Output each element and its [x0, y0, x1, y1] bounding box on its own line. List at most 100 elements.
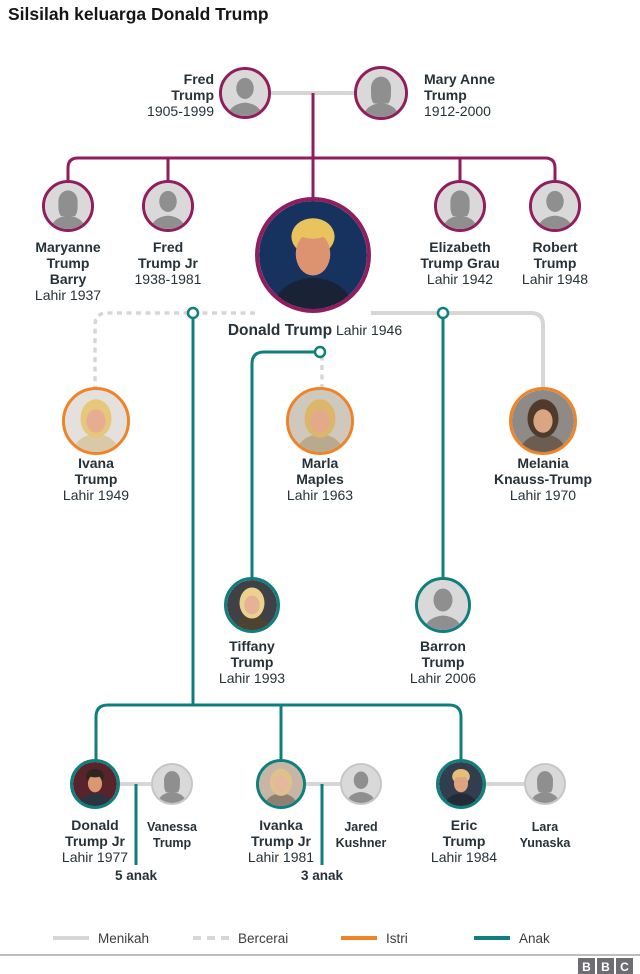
avatar-donald-trump	[255, 197, 371, 313]
legend: Menikah Bercerai Istri Anak	[0, 928, 640, 948]
person-sub-label: 1905-1999	[147, 103, 214, 119]
person-name-line: Mary Anne	[424, 71, 496, 87]
person-name-line: Knauss-Trump	[493, 471, 592, 487]
person-sub-label: Lahir 1948	[521, 271, 589, 287]
avatar-melania-knauss-trump	[509, 387, 577, 455]
person-silhouette-icon	[532, 183, 578, 229]
person-name-line: Trump	[421, 654, 465, 670]
child-line-tiffany	[250, 350, 320, 578]
legend-label: Anak	[519, 930, 550, 946]
person-sub-label: Lahir 1977	[61, 849, 129, 865]
person-photo	[512, 390, 574, 452]
person-name-line: Robert	[532, 239, 578, 255]
avatar-jared-kushner	[340, 763, 382, 805]
avatar-eric-trump	[436, 759, 486, 809]
person-name-line: Tiffany	[229, 638, 275, 654]
avatar-robert-trump	[529, 180, 581, 232]
person-sub-label: Lahir 1946	[335, 322, 403, 338]
person-name-line: Elizabeth	[429, 239, 491, 255]
page-title: Silsilah keluarga Donald Trump	[8, 4, 269, 24]
legend-swatch-gray-dashed-icon	[193, 936, 229, 940]
person-photo	[259, 762, 303, 806]
legend-item-bercerai: Bercerai	[193, 928, 288, 948]
person-name-line: Barry	[49, 271, 87, 287]
child-node-marla	[313, 345, 327, 359]
person-sub-label: Lahir 1963	[286, 487, 354, 503]
avatar-elizabeth-trump-grau	[434, 180, 486, 232]
person-name-line: Vanessa	[146, 820, 198, 834]
avatar-donald-trump-jr	[70, 759, 120, 809]
legend-swatch-orange-icon	[341, 936, 377, 940]
person-name-line: Lara	[531, 820, 559, 834]
children-branch-bar	[94, 703, 463, 760]
person-photo	[259, 201, 367, 309]
person-sub-label: Lahir 1993	[218, 670, 286, 686]
legend-label: Istri	[386, 930, 408, 946]
person-sub-label: Lahir 2006	[409, 670, 477, 686]
person-photo	[65, 390, 127, 452]
legend-label: Bercerai	[238, 930, 289, 946]
avatar-maryanne-trump-barry	[42, 180, 94, 232]
legend-swatch-teal-icon	[474, 936, 510, 940]
label-donald-trump: Donald Trump Lahir 1946	[200, 322, 430, 339]
person-silhouette-icon	[145, 183, 191, 229]
person-name-line: Trump	[74, 471, 118, 487]
person-silhouette-icon	[222, 70, 268, 116]
person-silhouette-icon	[437, 183, 483, 229]
person-name-line: Donald Trump	[227, 322, 333, 339]
avatar-lara-yunaska	[524, 763, 566, 805]
person-name-line: Fred	[152, 239, 184, 255]
person-name-line: Melania	[517, 455, 569, 471]
avatar-tiffany-trump	[224, 577, 280, 633]
person-name-line: Maples	[296, 471, 344, 487]
footer-divider	[0, 954, 640, 956]
person-name-line: Eric	[450, 817, 478, 833]
avatar-vanessa-trump	[151, 763, 193, 805]
siblings-bar	[66, 156, 557, 181]
bbc-logo-block: B	[578, 958, 595, 974]
person-name-line: Jared	[344, 820, 378, 834]
child-node-melania	[436, 306, 450, 320]
person-name-line: Trump	[171, 87, 214, 103]
count-donald-jr-children: 5 anak	[114, 868, 158, 883]
bbc-logo-block: C	[616, 958, 633, 974]
bbc-logo-block: B	[597, 958, 614, 974]
marriage-line-melania	[371, 311, 545, 388]
person-name-line: Trump	[46, 255, 90, 271]
legend-item-anak: Anak	[474, 928, 550, 948]
person-name-line: Fred	[183, 71, 214, 87]
person-name-line: Yunaska	[519, 836, 571, 850]
legend-item-menikah: Menikah	[53, 928, 149, 948]
person-name-line: Trump	[424, 87, 467, 103]
person-name-line: Donald	[71, 817, 119, 833]
count-ivanka-children: 3 anak	[300, 868, 344, 883]
person-silhouette-icon	[526, 765, 564, 803]
person-name-line: Trump	[230, 654, 274, 670]
person-sub-label: Lahir 1942	[426, 271, 494, 287]
person-name-line: Kushner	[335, 836, 387, 850]
person-name-line: Trump	[442, 833, 486, 849]
person-silhouette-icon	[45, 183, 91, 229]
person-name-line: Maryanne	[35, 239, 101, 255]
person-sub-label: Lahir 1949	[62, 487, 130, 503]
person-name-line: Trump Jr	[138, 255, 198, 271]
person-name-line: Trump Jr	[251, 833, 311, 849]
person-name-line: Trump	[533, 255, 577, 271]
person-name-line: Barron	[420, 638, 466, 654]
person-photo	[289, 390, 351, 452]
person-silhouette-icon	[357, 69, 405, 117]
avatar-marla-maples	[286, 387, 354, 455]
